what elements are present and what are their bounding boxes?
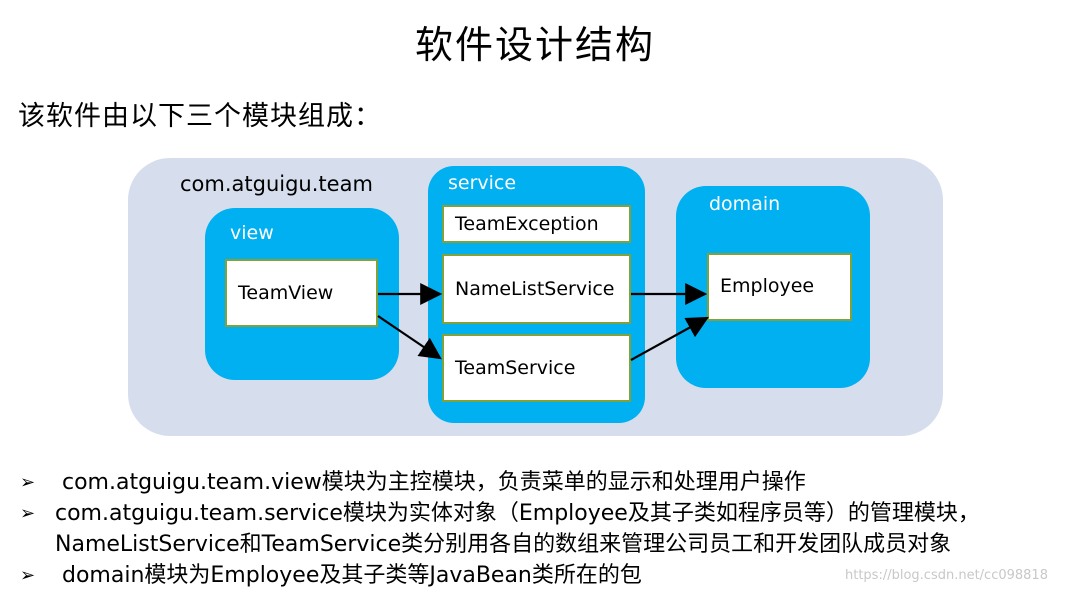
watermark: https://blog.csdn.net/cc098818 [845,568,1048,583]
arrow-teamview-to-teamservice [377,315,442,360]
view-module-label: view [230,222,274,244]
list-item-text: com.atguigu.team.view模块为主控模块，负责菜单的显示和处理用… [62,470,806,495]
class-box-teamview: TeamView [225,259,378,327]
list-item: ➢ domain模块为Employee及其子类等JavaBean类所在的包 [20,560,980,591]
service-module-label: service [448,172,517,194]
description-list: ➢ com.atguigu.team.view模块为主控模块，负责菜单的显示和处… [20,467,980,591]
list-item: ➢ com.atguigu.team.service模块为实体对象（Employ… [20,498,980,560]
list-item-text-continued: NameListService和TeamService类分别用各自的数组来管理公… [55,532,952,557]
package-label: com.atguigu.team [180,172,373,196]
class-box-employee: Employee [707,253,852,321]
class-box-namelistservice: NameListService [442,254,631,324]
slide-subtitle: 该软件由以下三个模块组成： [18,101,382,132]
list-item-text: com.atguigu.team.service模块为实体对象（Employee… [55,501,980,526]
slide-title: 软件设计结构 [414,23,655,67]
arrow-bullet-icon: ➢ [20,503,36,524]
list-item-text: domain模块为Employee及其子类等JavaBean类所在的包 [62,563,642,588]
list-item: ➢ com.atguigu.team.view模块为主控模块，负责菜单的显示和处… [20,467,980,498]
class-box-teamexception: TeamException [442,205,631,243]
arrow-teamservice-to-employee [630,316,709,361]
domain-module-label: domain [709,193,781,215]
class-box-teamservice: TeamService [442,334,631,402]
arrow-bullet-icon: ➢ [20,565,36,586]
arrow-bullet-icon: ➢ [20,472,36,493]
